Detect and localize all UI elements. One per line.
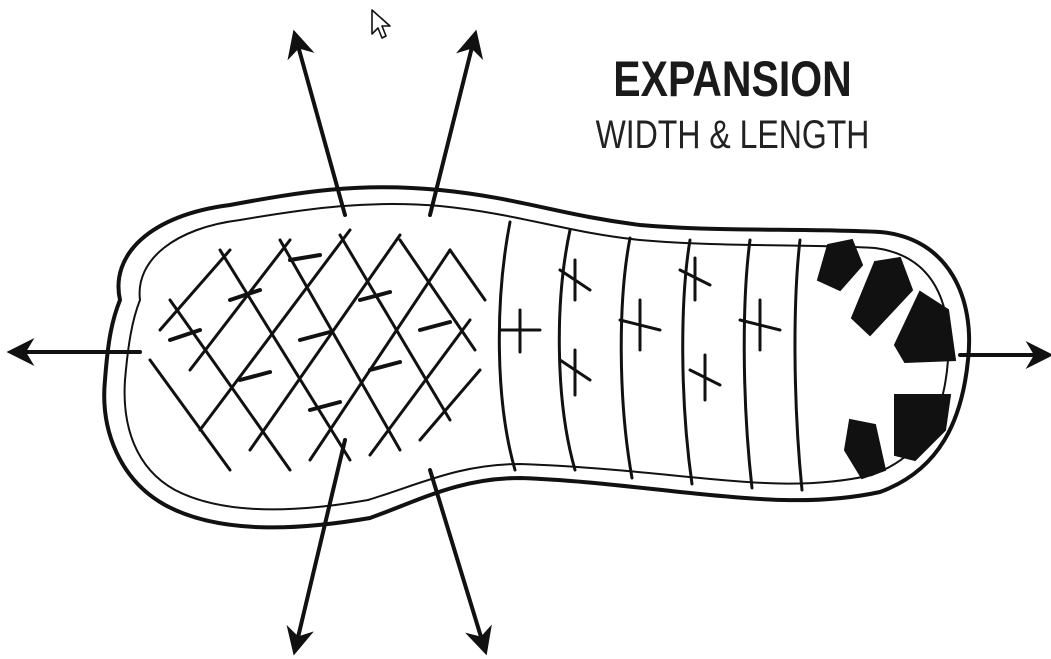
midfoot-tread	[499, 222, 802, 490]
page-subtitle: WIDTH & LENGTH	[595, 112, 871, 158]
heel-pads	[818, 240, 955, 478]
arrow-up-right-icon	[430, 35, 475, 215]
arrow-down-left-icon	[295, 440, 345, 650]
heading-block: EXPANSION WIDTH & LENGTH	[560, 52, 905, 158]
page-title: EXPANSION	[591, 52, 874, 106]
forefoot-tread	[150, 230, 485, 470]
arrow-down-right-icon	[430, 470, 485, 650]
sole-outline	[104, 187, 969, 527]
arrow-up-left-icon	[295, 35, 345, 215]
mouse-pointer-icon	[370, 8, 394, 42]
